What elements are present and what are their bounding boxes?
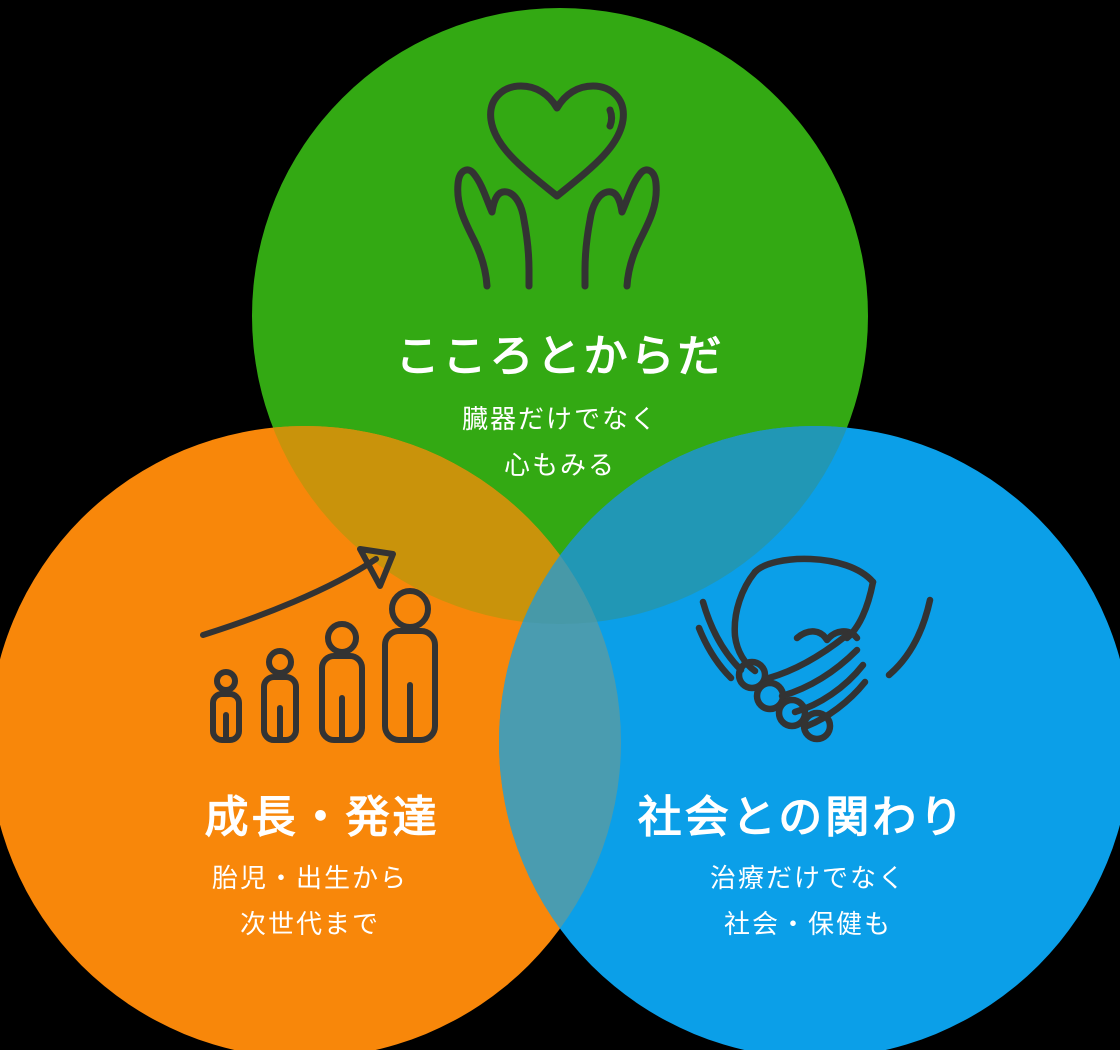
mind-body-subtitle-line1: 臓器だけでなく [461, 404, 659, 434]
heart-in-hands-icon [454, 82, 660, 290]
growth-subtitle-line2: 次世代まで [239, 909, 381, 939]
society-title: 社会との関わり [637, 793, 967, 842]
overlap-green-orange [252, 426, 621, 624]
mind-body-subtitle-line2: 心もみる [503, 450, 617, 480]
growth-subtitle: 胎児・出生から 次世代まで [212, 855, 408, 947]
mind-body-subtitle: 臓器だけでなく 心もみる [462, 396, 658, 488]
handshake-icon [695, 555, 934, 743]
mind-body-title: こころとからだ [395, 332, 725, 381]
society-subtitle-line2: 社会・保健も [723, 909, 893, 939]
growth-subtitle-line1: 胎児・出生から [211, 863, 409, 893]
society-subtitle-line1: 治療だけでなく [709, 863, 907, 893]
overlap-green-blue [499, 426, 868, 624]
society-subtitle: 治療だけでなく 社会・保健も [710, 855, 906, 947]
growth-people-arrow-icon [200, 546, 438, 743]
growth-title: 成長・発達 [204, 793, 440, 842]
